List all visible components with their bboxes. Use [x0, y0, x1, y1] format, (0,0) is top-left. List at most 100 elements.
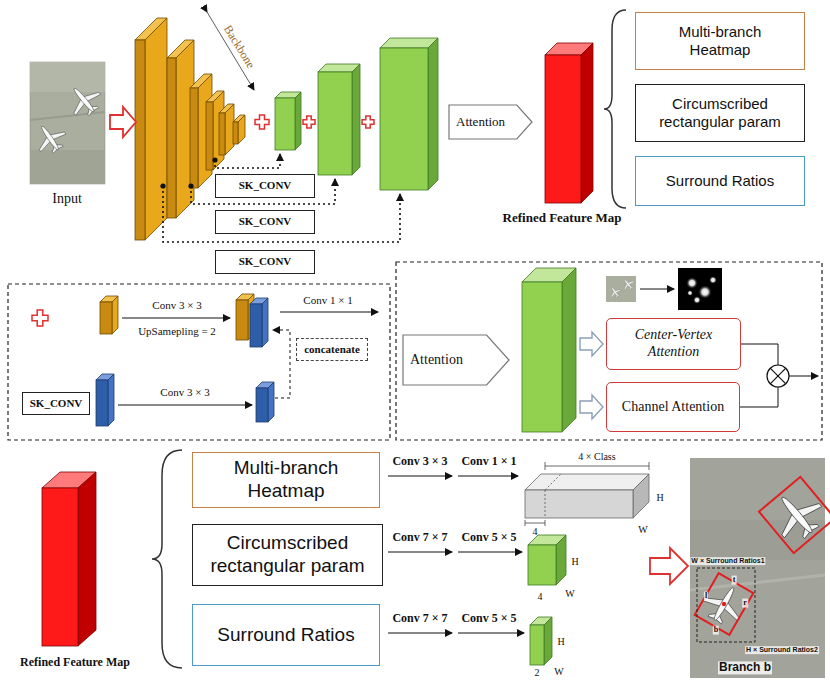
op-label: Conv 1 × 1 [461, 455, 516, 468]
result-arrow [650, 548, 688, 584]
attention-input-block [522, 268, 576, 432]
dimension-label: 2 [535, 667, 540, 678]
skip-dots [160, 157, 217, 188]
class-divider [545, 474, 561, 518]
add-symbol [303, 116, 315, 128]
ratio-label: H × Surround Ratios2 [745, 646, 819, 654]
decoder-block-side [428, 38, 438, 190]
dimension-label: 4 × Class [578, 451, 615, 462]
op-label: Conv 7 × 7 [392, 612, 447, 625]
side-label: l [704, 592, 708, 601]
decoder-block [380, 38, 438, 190]
dimension-label: H [656, 492, 663, 503]
head-arrows [388, 476, 524, 633]
decoder-block-side [352, 64, 360, 175]
dimension-label: 4 [533, 526, 538, 537]
backbone-block-front [167, 58, 176, 218]
dimension-label: W [565, 588, 574, 599]
backbone-block-side [238, 115, 245, 144]
panel-caption: Branch b [718, 661, 772, 674]
backbone-block-front [190, 88, 198, 188]
branch-arrows [580, 332, 603, 419]
side-label: t [732, 576, 737, 585]
skip-conv-feature [256, 382, 274, 422]
op-label: Conv 3 × 3 [152, 299, 201, 311]
decoder-block-front [380, 48, 428, 190]
brace [152, 450, 182, 668]
node-text: Multi-branch Heatmap [660, 23, 780, 59]
input-arrow [110, 107, 136, 137]
head-branch-box: Multi-branch Heatmap [192, 452, 380, 508]
input-image [29, 62, 106, 184]
mini-input [606, 276, 636, 302]
head-branch-box: Circumscribed rectangular param [192, 524, 383, 586]
center-heatmap [678, 268, 722, 310]
dimension-label: W [638, 524, 647, 535]
node-text: SK_CONV [239, 255, 292, 268]
add-symbol [32, 310, 48, 326]
side-label: b [713, 626, 719, 635]
node-text: Circumscribed rectangular param [650, 95, 790, 131]
attention-outline [449, 105, 532, 139]
skip-input-feature-front [96, 380, 108, 426]
upsampled-feature-front [236, 300, 248, 340]
node-text: Center-Vertex Attention [614, 327, 734, 361]
output-branch-box: Surround Ratios [635, 156, 805, 206]
backbone-block [219, 104, 234, 155]
backbone-block-front [206, 102, 213, 170]
attention-input-block-front [522, 282, 562, 432]
backbone-label: Backbone [221, 23, 257, 71]
op-label: Conv 1 × 1 [303, 294, 352, 306]
refined-feature-block-side [581, 43, 593, 203]
low-res-feature-front [100, 302, 112, 334]
refined-feature-block-side [78, 472, 96, 646]
ratio-output-front [530, 625, 544, 665]
merge-lines [740, 344, 818, 407]
op-label: Conv 3 × 3 [160, 386, 209, 398]
node-text: Attention [456, 114, 505, 130]
skip-feature-side [262, 298, 268, 347]
heatmap-output-side [633, 474, 649, 518]
output-branch-box: Circumscribed rectangular param [635, 84, 805, 142]
fusion-panel [8, 284, 390, 440]
op-label: UpSamepling = 2 [138, 325, 216, 337]
node-text: Surround Ratios [666, 172, 774, 190]
attention-input-block-side [562, 268, 576, 432]
heatmap-output-top [525, 474, 649, 490]
attention-outline [403, 335, 509, 385]
attention-module-box: Channel Attention [606, 382, 740, 432]
attention-arrow: Attention [448, 104, 533, 140]
backbone-block [206, 91, 224, 170]
multiply-symbol [767, 365, 789, 387]
ratio-label: W × Surround Ratios1 [690, 557, 765, 565]
skip-conv-feature-side [268, 382, 274, 422]
backbone-block [190, 74, 212, 188]
input-label: Input [52, 191, 82, 206]
skip-input-feature-side [108, 374, 114, 426]
sk-conv-box: SK_CONV [215, 250, 315, 274]
output-branch-box: Multi-branch Heatmap [635, 12, 805, 70]
dimension-label: 4 [538, 591, 543, 602]
node-text: Surround Ratios [217, 624, 354, 647]
op-label: Conv 5 × 5 [461, 531, 516, 544]
decoder-block [275, 92, 301, 150]
ratio-output [530, 617, 552, 665]
node-text: SK_CONV [239, 215, 292, 228]
decoder-block-front [275, 98, 295, 150]
feature-map-label: Refined Feature Map [503, 211, 622, 225]
refined-feature-block-front [545, 55, 581, 203]
sk-conv-box: SK_CONV [22, 392, 90, 415]
box-param-output-front [528, 545, 556, 585]
low-res-feature-side [112, 296, 118, 334]
backbone-block-side [213, 91, 224, 170]
dimension-lines [525, 462, 649, 526]
refined-feature-block-front [42, 488, 78, 646]
sk-conv-box: SK_CONV [215, 210, 315, 234]
fusion-arrows [118, 312, 378, 405]
box-param-output [528, 535, 566, 585]
decoder-block-front [318, 72, 352, 175]
decoder-block-side [295, 92, 301, 150]
low-res-feature [100, 296, 118, 334]
skip-feature-front [250, 304, 262, 347]
